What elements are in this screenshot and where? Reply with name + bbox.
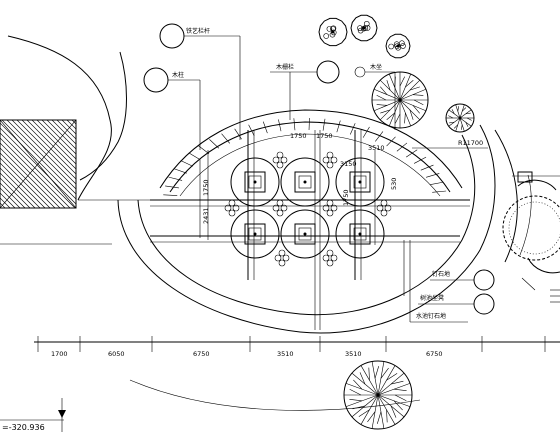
- dim-left-mid: 2431: [202, 207, 210, 224]
- tree-icon: [319, 18, 347, 45]
- paving-mark: [323, 200, 337, 216]
- paving-mark: [225, 200, 239, 216]
- label-top-c: 木栅栏: [276, 63, 294, 71]
- planter: [281, 158, 329, 206]
- label-top-d: 木坐: [370, 63, 382, 71]
- paving-mark: [323, 152, 337, 168]
- bottom-dim-label: 3510: [277, 350, 294, 358]
- bottom-dimension-line: 1700 6050 6750 3510 3510 6750: [34, 336, 560, 358]
- paving-mark: [323, 250, 337, 266]
- tree-icon: [372, 72, 428, 128]
- dim-small-mid: 1750: [342, 189, 350, 206]
- path-curves: [0, 36, 531, 410]
- dim-right-mid: 530: [390, 178, 398, 190]
- tree-icon: [446, 104, 474, 132]
- bottom-dim-label: 6050: [108, 350, 125, 358]
- callout-circle: [317, 61, 339, 83]
- bottom-dim-label: 6750: [426, 350, 443, 358]
- trees: [319, 15, 474, 429]
- planter: [281, 210, 329, 258]
- elevation-label: =-320.936: [2, 423, 45, 432]
- bottom-dim-label: 6750: [193, 350, 210, 358]
- elevation-marker: =-320.936: [0, 398, 66, 432]
- radius-label: R11700: [458, 139, 483, 147]
- building-roof: [0, 120, 76, 208]
- paving-marks: [225, 152, 391, 266]
- bottom-dim-label: 1700: [51, 350, 68, 358]
- label-right-c: 水池钉石地: [416, 312, 446, 320]
- planter: [336, 210, 384, 258]
- callout-dot: [355, 67, 365, 77]
- paving-mark: [377, 200, 391, 216]
- paving-mark: [273, 200, 287, 216]
- stair-marks: [550, 290, 560, 302]
- tree-icon: [386, 34, 410, 57]
- callout-circle: [144, 68, 168, 92]
- dim-top-right: 3150: [340, 160, 357, 168]
- label-right-a: 钉石地: [432, 270, 450, 278]
- dim-top-mid: 1750: [316, 132, 333, 140]
- planter: [231, 210, 279, 258]
- paving-mark: [275, 250, 289, 266]
- round-plaza: [503, 172, 560, 290]
- bottom-dim-label: 3510: [345, 350, 362, 358]
- label-top-a: 铁艺栏杆: [186, 27, 210, 35]
- dim-top-left: 1750: [290, 132, 307, 140]
- tree-icon: [351, 15, 377, 40]
- callout-circle: [160, 24, 184, 48]
- tree-icon: [344, 361, 412, 429]
- paving-mark: [273, 152, 287, 168]
- label-right-b: 树池坐凳: [420, 294, 444, 302]
- callout-circle: [474, 270, 494, 290]
- label-top-b: 木柱: [172, 71, 184, 79]
- planter: [231, 158, 279, 206]
- label-callouts-top: 铁艺栏杆 木柱 木栅栏 木坐: [144, 24, 395, 150]
- dim-right-top: 3510: [368, 144, 385, 152]
- dim-left-top: 1750: [202, 179, 210, 196]
- callout-circle: [474, 294, 494, 314]
- label-callouts-right: 钉石地 树池坐凳 水池钉石地: [404, 240, 494, 322]
